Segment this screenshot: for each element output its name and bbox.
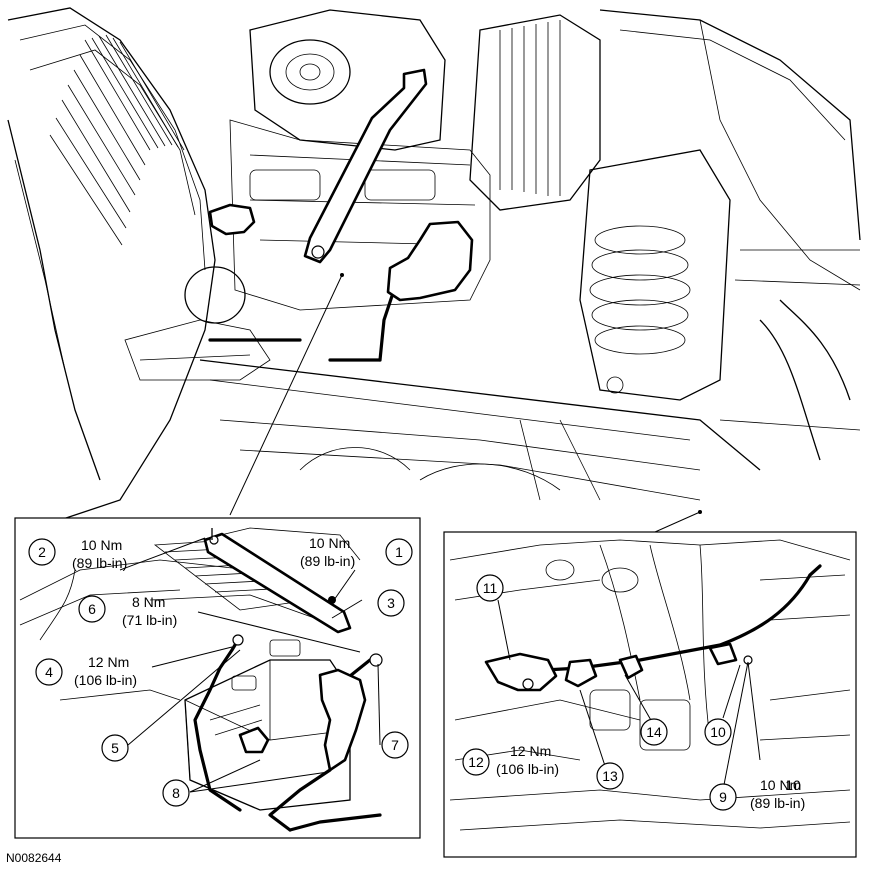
svg-text:(71 lb-in): (71 lb-in) xyxy=(122,612,177,628)
svg-text:12: 12 xyxy=(468,754,484,770)
battery-inset-panel xyxy=(14,517,421,839)
torque-label-2: 10 Nm (89 lb-in) xyxy=(72,537,127,571)
callout-13: 13 xyxy=(596,762,624,790)
starter-inset-lineart xyxy=(449,539,851,831)
battery-inset-leaders xyxy=(119,537,381,793)
intake-tube-lineart xyxy=(469,14,731,401)
callout-6: 6 xyxy=(78,595,106,623)
svg-text:(89 lb-in): (89 lb-in) xyxy=(750,795,805,811)
svg-text:10 Nm: 10 Nm xyxy=(81,537,122,553)
svg-text:(106 lb-in): (106 lb-in) xyxy=(74,672,137,688)
torque-label-1: 10 Nm (89 lb-in) xyxy=(300,535,355,569)
callout-10-right: 10 xyxy=(785,777,801,793)
svg-text:12 Nm: 12 Nm xyxy=(510,743,551,759)
svg-text:8: 8 xyxy=(172,785,180,801)
svg-text:10 Nm: 10 Nm xyxy=(760,777,801,793)
torque-label-4: 12 Nm (106 lb-in) xyxy=(74,654,137,688)
engine-bay-illustration xyxy=(7,7,861,521)
svg-text:10: 10 xyxy=(710,724,726,740)
svg-text:10: 10 xyxy=(785,777,801,793)
svg-text:(89 lb-in): (89 lb-in) xyxy=(300,553,355,569)
callout-7: 7 xyxy=(381,731,409,759)
battery-hold-down-bracket-main xyxy=(303,68,428,264)
svg-text:3: 3 xyxy=(387,595,395,611)
figure-id: N0082644 xyxy=(6,851,62,865)
svg-text:(106 lb-in): (106 lb-in) xyxy=(496,761,559,777)
coolant-reservoir-lineart xyxy=(124,266,271,381)
svg-text:4: 4 xyxy=(45,664,53,680)
callout-10-left: 10 xyxy=(704,718,732,746)
torque-label-9: 10 Nm (89 lb-in) xyxy=(750,777,805,811)
svg-text:2: 2 xyxy=(38,544,46,560)
svg-text:14: 14 xyxy=(646,724,662,740)
callout-1: 1 xyxy=(385,538,413,566)
cowl-grille-hatch xyxy=(49,34,185,246)
cable-clip-main xyxy=(208,203,256,236)
svg-text:12 Nm: 12 Nm xyxy=(88,654,129,670)
callout-5: 5 xyxy=(101,734,129,762)
callout-4: 4 xyxy=(35,658,63,686)
callout-9: 9 xyxy=(709,783,737,811)
svg-text:1: 1 xyxy=(395,544,403,560)
starter-inset-panel xyxy=(443,531,857,858)
starter-inset-leaders xyxy=(497,599,761,796)
svg-text:8 Nm: 8 Nm xyxy=(132,594,165,610)
callout-3: 3 xyxy=(377,589,405,617)
svg-text:13: 13 xyxy=(602,768,618,784)
battery-cable-main xyxy=(208,220,474,362)
svg-text:5: 5 xyxy=(111,740,119,756)
battery-hold-down-bracket-inset xyxy=(203,528,352,634)
callout-11: 11 xyxy=(476,574,504,602)
svg-text:7: 7 xyxy=(391,737,399,753)
torque-label-12: 12 Nm (106 lb-in) xyxy=(496,743,559,777)
torque-label-6: 8 Nm (71 lb-in) xyxy=(122,594,177,628)
callout-2: 2 xyxy=(28,538,56,566)
svg-text:9: 9 xyxy=(719,789,727,805)
strut-tower-lineart xyxy=(229,9,491,311)
svg-text:(89 lb-in): (89 lb-in) xyxy=(72,555,127,571)
callout-12: 12 xyxy=(462,748,490,776)
radiator-support-lineart xyxy=(199,359,761,501)
inset-leader-lines xyxy=(229,273,702,533)
svg-text:10 Nm: 10 Nm xyxy=(309,535,350,551)
callout-8: 8 xyxy=(162,779,190,807)
starter-cable-inset xyxy=(484,564,822,692)
left-fender-lineart xyxy=(7,7,216,521)
right-side-lineart xyxy=(599,9,861,461)
svg-text:11: 11 xyxy=(483,580,498,596)
battery-cable-inset xyxy=(193,634,383,832)
callout-14: 14 xyxy=(640,718,668,746)
svg-text:6: 6 xyxy=(88,601,96,617)
